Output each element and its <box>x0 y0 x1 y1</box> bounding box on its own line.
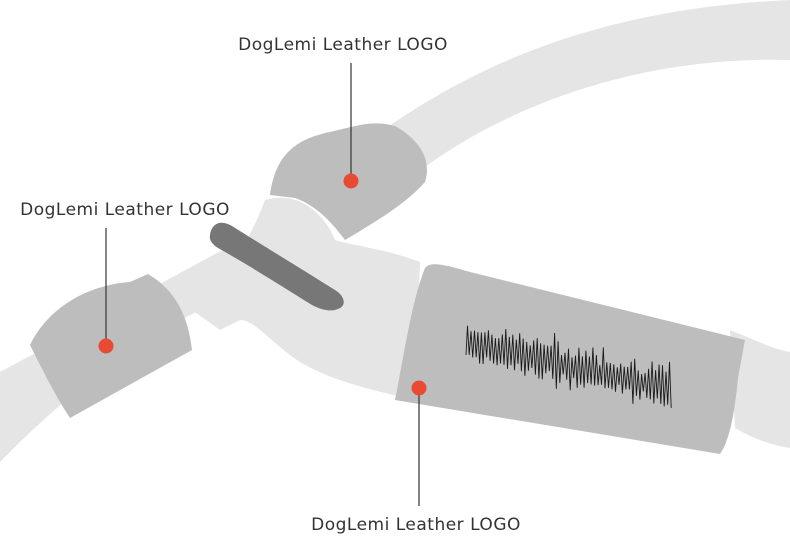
left-marker-dot <box>98 338 114 354</box>
signature-scribble <box>465 325 672 408</box>
labels: DogLemi Leather LOGO DogLemi Leather LOG… <box>20 35 521 535</box>
leader-lines <box>105 63 420 506</box>
signature-scribble-stroke <box>465 325 672 408</box>
dark-stitch-bar <box>209 222 344 311</box>
right-strap-extension <box>730 330 790 448</box>
top-right-strap <box>330 0 790 200</box>
bottom-callout-label: DogLemi Leather LOGO <box>311 515 521 535</box>
bottom-marker-dot <box>411 380 427 396</box>
top-callout-label: DogLemi Leather LOGO <box>238 35 448 55</box>
right-leather-sleeve <box>395 264 745 454</box>
top-marker-dot <box>343 173 359 189</box>
left-callout-label: DogLemi Leather LOGO <box>20 200 230 220</box>
markers <box>98 173 427 396</box>
